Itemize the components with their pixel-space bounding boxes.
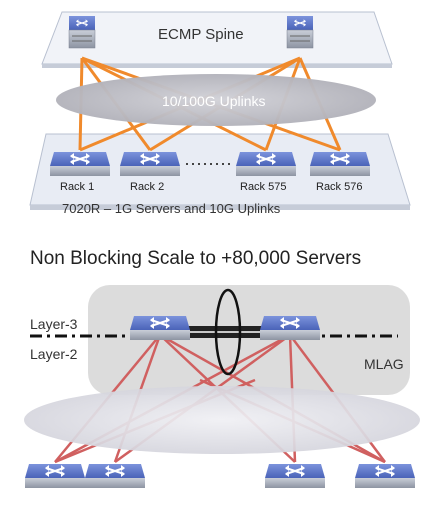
leaf-tier-caption: 7020R – 1G Servers and 10G Uplinks [62, 201, 281, 216]
rack-label-575: Rack 575 [240, 181, 287, 193]
access-switch-1 [25, 464, 85, 488]
mlag-bundle-ellipse [214, 288, 242, 376]
layer-2-label: Layer-2 [30, 346, 78, 362]
leaf-plane-edge [30, 205, 410, 210]
scale-heading: Non Blocking Scale to +80,000 Servers [30, 248, 362, 269]
spine-switch-left [68, 16, 96, 49]
uplinks-label: 10/100G Uplinks [162, 93, 266, 109]
mlag-switch-right [260, 316, 320, 340]
access-switch-2 [85, 464, 145, 488]
spine-title: ECMP Spine [158, 26, 244, 43]
leaf-switch-rack-1 [50, 152, 110, 176]
leaf-switch-rack-576 [310, 152, 370, 176]
rack-label-1: Rack 1 [60, 181, 95, 193]
leaf-switch-rack-2 [120, 152, 180, 176]
access-cloud [24, 386, 420, 454]
mlag-label: MLAG [364, 356, 404, 372]
rack-label-576: Rack 576 [316, 181, 363, 193]
rack-label-2: Rack 2 [130, 181, 165, 193]
access-switch-4 [355, 464, 415, 488]
access-switch-3 [265, 464, 325, 488]
layer-3-label: Layer-3 [30, 316, 78, 332]
leaf-switch-rack-575 [236, 152, 296, 176]
uplinks-cloud [56, 74, 376, 126]
mlag-switch-left [130, 316, 190, 340]
mlag-box [88, 285, 410, 395]
spine-switch-right [286, 16, 314, 49]
